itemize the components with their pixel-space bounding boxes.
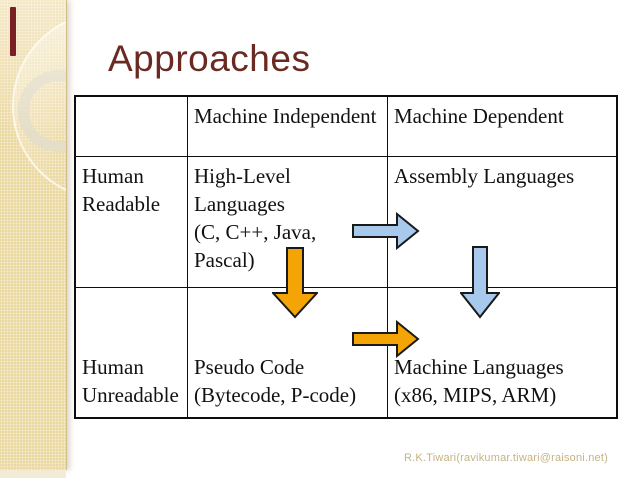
arrow-right-icon-high-level-to-assembly [352,212,420,250]
table-header-machine-independent: Machine Independent [188,97,388,157]
slide-title: Approaches [108,38,311,79]
cell-pseudo-code: Pseudo Code (Bytecode, P-code) [188,288,388,417]
row-label-human-readable: Human Readable [76,157,188,288]
arrow-right-icon-pseudo-code-to-machine [352,320,420,358]
arrow-down-icon-high-level-to-pseudo-code [272,247,318,319]
red-accent-bar [10,7,16,56]
row-label-human-unreadable: Human Unreadable [76,288,188,417]
sidebar-bottom-edge [0,470,66,478]
decorative-ring-icon [18,70,66,152]
cell-high-level-languages: High-Level Languages (C, C++, Java, Pasc… [188,157,388,288]
table-header-machine-dependent: Machine Dependent [388,97,616,157]
footer-credit: R.K.Tiwari(ravikumar.tiwari@raisoni.net) [404,452,608,464]
cell-assembly-languages: Assembly Languages [388,157,616,288]
cell-machine-languages: Machine Languages (x86, MIPS, ARM) [394,355,564,407]
approaches-table: Machine Independent Machine Dependent Hu… [74,95,618,419]
table-header-empty [76,97,188,157]
sidebar-decoration [0,0,67,470]
arrow-down-icon-assembly-to-machine [460,246,500,319]
